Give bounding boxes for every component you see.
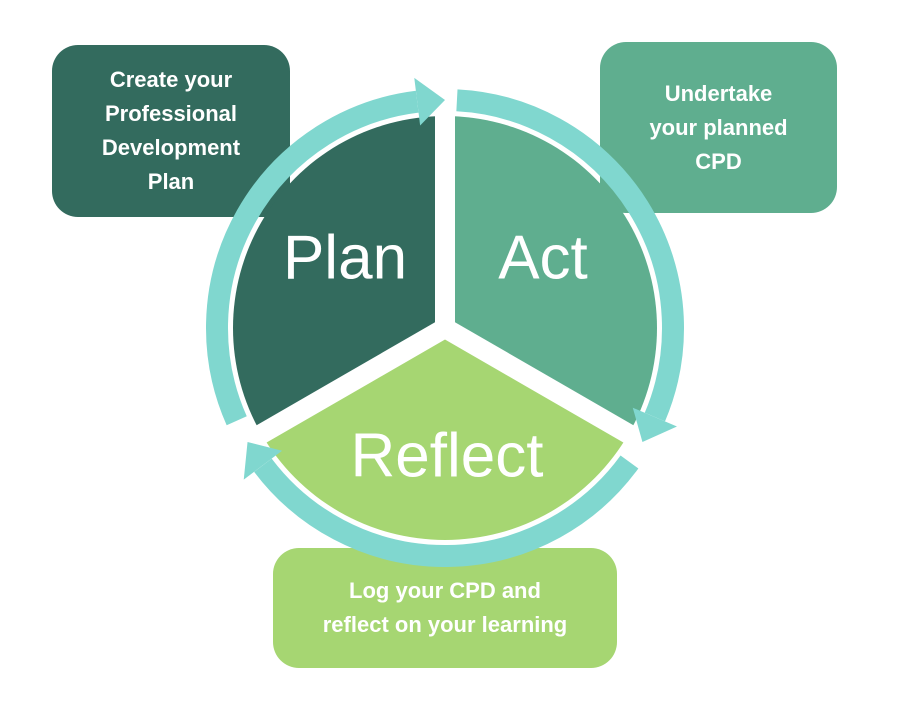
reflect-to-plan-arrow [254, 455, 639, 567]
plan-to-act-arrow-arrowhead-icon [414, 77, 445, 126]
plan-description-box: Create your Professional Development Pla… [52, 45, 290, 217]
act-label: Act [498, 223, 588, 293]
plan-label: Plan [282, 223, 408, 293]
reflect-description-box: Log your CPD and reflect on your learnin… [273, 548, 617, 668]
sector-divider [439, 319, 638, 446]
reflect-to-plan-arrow-arrowhead-icon [243, 442, 283, 480]
sector-divider [252, 319, 450, 446]
plan-to-act-arrow [206, 90, 419, 426]
act-to-reflect-arrow [456, 89, 684, 422]
act-to-reflect-arrow-arrowhead-icon [632, 407, 677, 442]
act-description-box: Undertake your planned CPD [600, 42, 837, 213]
reflect-label: Reflect [350, 421, 544, 491]
